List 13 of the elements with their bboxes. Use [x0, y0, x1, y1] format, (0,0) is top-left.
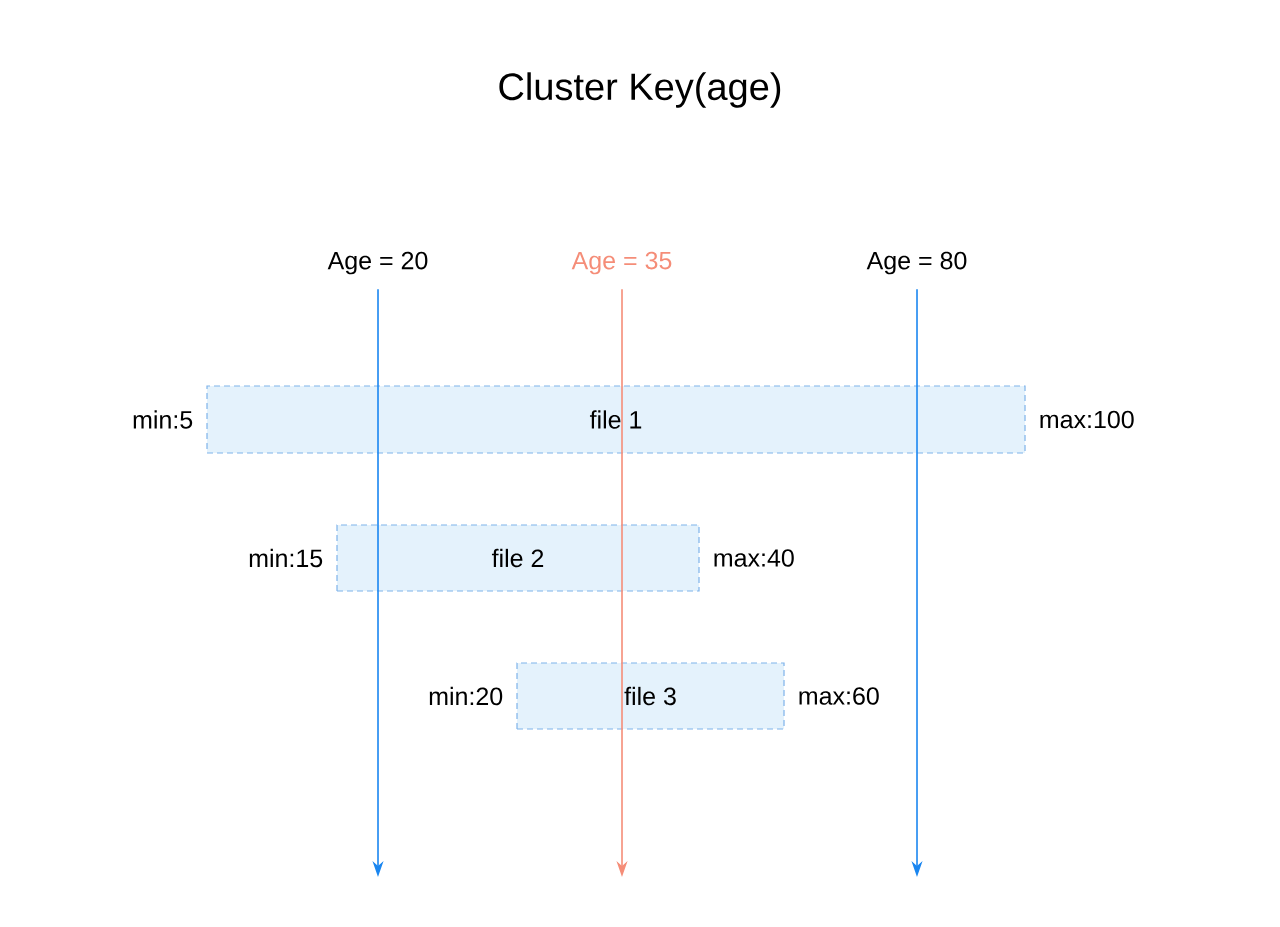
range-label: min:15	[249, 548, 323, 568]
axis-label: Age = 20	[327, 251, 428, 275]
file-range-box: file 3	[516, 662, 785, 730]
title: Cluster Key(age)	[499, 72, 781, 108]
file-range-box: file 2	[336, 524, 700, 592]
axis-label: Age = 35	[571, 251, 672, 275]
range-label: max:40	[714, 549, 794, 567]
range-label: min:20	[429, 686, 503, 706]
range-label: max:60	[799, 687, 879, 705]
range-label: max:100	[1040, 410, 1134, 429]
axis-label: Age = 80	[866, 251, 967, 275]
file-range-box: file 1	[206, 385, 1026, 454]
range-label: min:5	[133, 410, 193, 429]
